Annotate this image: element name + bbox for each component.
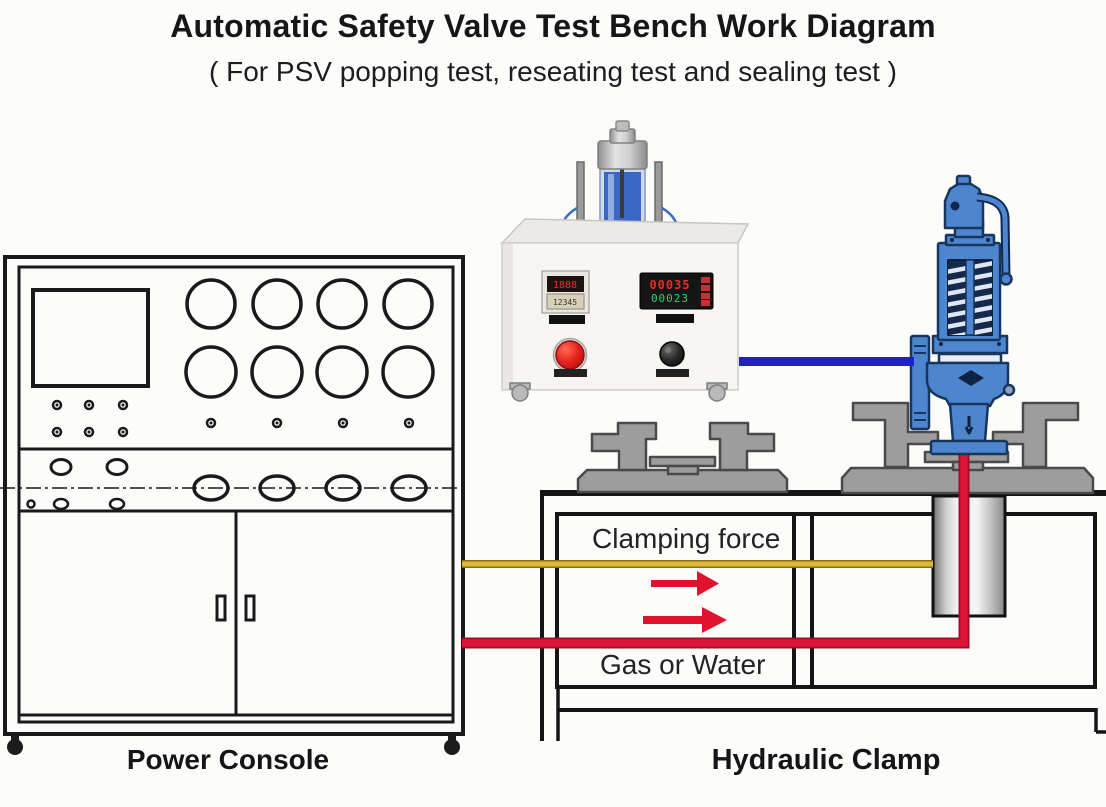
gas-or-water-label: Gas or Water bbox=[600, 649, 766, 680]
gauge-dial bbox=[316, 278, 368, 330]
display-buttons bbox=[701, 277, 710, 306]
knob-label-strip bbox=[656, 369, 689, 377]
indicator-dots bbox=[51, 399, 415, 438]
gauge-dial bbox=[382, 278, 434, 330]
right-display-green-value: 00023 bbox=[651, 292, 689, 305]
valve-inlet-flange bbox=[929, 439, 1009, 456]
lever-ball bbox=[999, 272, 1013, 286]
unit-front-face bbox=[501, 242, 739, 391]
gauge-dial bbox=[185, 278, 237, 330]
console-screen bbox=[31, 288, 150, 388]
power-console-drawing bbox=[0, 255, 465, 755]
valve-head-pin bbox=[950, 201, 960, 211]
door-handle bbox=[244, 594, 256, 622]
left-display: 1888 12345 bbox=[541, 270, 590, 314]
gauge-dial bbox=[184, 345, 238, 399]
valve-spindle bbox=[965, 259, 975, 336]
connector-port bbox=[105, 458, 129, 476]
connector-port bbox=[390, 474, 428, 502]
clamp-fixtures bbox=[576, 401, 1095, 495]
console-outer-frame bbox=[3, 255, 465, 736]
flow-arrow-icon bbox=[643, 571, 727, 633]
gas-water-line bbox=[462, 450, 970, 649]
control-unit: 1888 12345 00035 00023 bbox=[500, 120, 750, 402]
connector-port bbox=[192, 474, 230, 502]
chamber-cap bbox=[597, 140, 648, 170]
connector-port bbox=[108, 497, 126, 511]
valve-body-mark bbox=[958, 370, 984, 386]
workpiece-seat bbox=[666, 464, 700, 476]
gauge-dial bbox=[315, 345, 369, 399]
door-handle bbox=[215, 594, 227, 622]
valve-body bbox=[925, 361, 1010, 408]
connector-port bbox=[26, 499, 36, 509]
connector-port bbox=[49, 458, 73, 476]
red-push-button bbox=[555, 340, 585, 370]
page-subtitle: ( For PSV popping test, reseating test a… bbox=[209, 56, 897, 87]
left-display-bottom-value: 12345 bbox=[553, 298, 577, 307]
clamping-force-label: Clamping force bbox=[592, 523, 781, 554]
display-label-strip bbox=[656, 314, 694, 323]
valve-head bbox=[943, 182, 985, 230]
caster-wheels bbox=[7, 733, 460, 755]
clamp-jaw bbox=[708, 421, 776, 472]
clamp-jaw bbox=[851, 401, 940, 469]
connector-port bbox=[258, 474, 296, 502]
left-display-top-value: 1888 bbox=[553, 280, 577, 291]
signal-line-blue bbox=[739, 357, 914, 366]
clamp-jaw bbox=[991, 401, 1080, 469]
bench-chamber bbox=[555, 512, 1097, 689]
button-label-strip bbox=[554, 369, 587, 377]
gauge-dial bbox=[251, 278, 303, 330]
display-label-strip bbox=[549, 315, 585, 324]
bench-right-leg bbox=[1094, 708, 1106, 734]
unit-top-face bbox=[500, 218, 750, 244]
connector-port bbox=[52, 497, 70, 511]
workpiece-seat bbox=[648, 455, 717, 468]
right-display: 00035 00023 bbox=[639, 272, 714, 310]
page-title: Automatic Safety Valve Test Bench Work D… bbox=[170, 8, 936, 44]
hydraulic-clamp-label: Hydraulic Clamp bbox=[711, 744, 941, 776]
right-display-red-value: 00035 bbox=[649, 278, 690, 292]
control-knob bbox=[659, 341, 685, 367]
unit-feet bbox=[509, 382, 728, 402]
connector-port bbox=[324, 474, 362, 502]
valve-lever bbox=[976, 192, 1013, 286]
valve-drain-plug bbox=[1002, 383, 1016, 397]
left-clamp-base bbox=[576, 468, 789, 494]
console-inner-frame bbox=[17, 265, 455, 724]
clamp-jaw bbox=[590, 421, 658, 472]
valve-gasket bbox=[937, 352, 1003, 365]
gauge-dial bbox=[381, 345, 435, 399]
power-console-label: Power Console bbox=[126, 744, 330, 775]
gauge-dial bbox=[250, 345, 304, 399]
safety-valve bbox=[909, 174, 1016, 456]
